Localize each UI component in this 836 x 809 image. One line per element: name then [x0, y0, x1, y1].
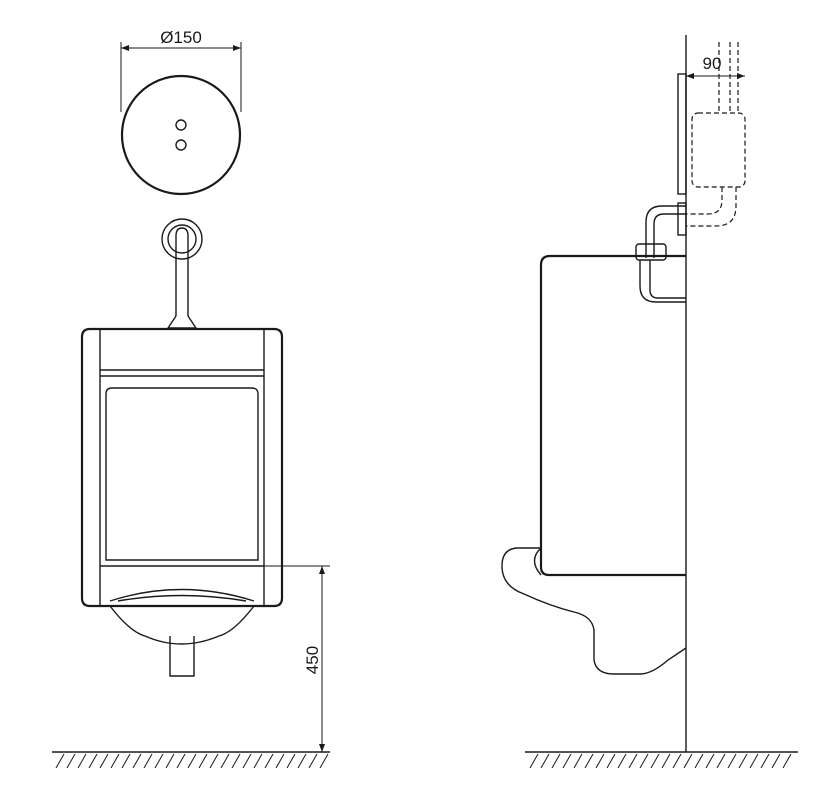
floor-hatch-mark [297, 753, 307, 769]
depth-label: 90 [703, 54, 722, 73]
floor-hatch-mark [275, 753, 285, 769]
floor-hatch-mark [573, 753, 583, 769]
diameter-label: Ø150 [160, 28, 202, 47]
floor-hatch-mark [264, 753, 274, 769]
floor-hatch-mark [231, 753, 241, 769]
floor-hatch-mark [727, 753, 737, 769]
floor-hatch-mark [540, 753, 550, 769]
floor-hatch-mark [760, 753, 770, 769]
floor-hatch-mark [176, 753, 186, 769]
floor-hatch-mark [628, 753, 638, 769]
height-label: 450 [303, 646, 322, 674]
floor-hatch-mark [198, 753, 208, 769]
floor-hatch-mark [529, 753, 539, 769]
floor-hatch-mark [88, 753, 98, 769]
floor-hatch-mark [562, 753, 572, 769]
flush-pipe-side [635, 202, 687, 303]
floor-hatch-mark [187, 753, 197, 769]
floor-hatch-mark [749, 753, 759, 769]
floor-hatch-mark [617, 753, 627, 769]
floor-hatch-mark [121, 753, 131, 769]
floor-hatch-mark [672, 753, 682, 769]
flush-pipe [161, 218, 203, 329]
front-view: Ø150 [52, 28, 330, 769]
diameter-dimension: Ø150 [120, 28, 242, 112]
floor-hatch-mark [66, 753, 76, 769]
height-dimension: 450 [264, 565, 330, 752]
floor-hatch-mark [308, 753, 318, 769]
floor-hatch-mark [738, 753, 748, 769]
side-view: 90 [501, 35, 798, 769]
floor-hatch-mark [606, 753, 616, 769]
floor-hatch-mark [716, 753, 726, 769]
sensor-plate [120, 74, 242, 196]
urinal-front-body [80, 327, 284, 677]
floor-hatch-mark [705, 753, 715, 769]
floor-side [525, 751, 798, 769]
floor-hatch-mark [77, 753, 87, 769]
floor-hatch-mark [132, 753, 142, 769]
floor-hatch-mark [639, 753, 649, 769]
floor-hatch-mark [209, 753, 219, 769]
floor-hatch-mark [220, 753, 230, 769]
floor-hatch-mark [319, 753, 329, 769]
floor-hatch-mark [595, 753, 605, 769]
floor-front [52, 751, 330, 769]
floor-hatch-mark [694, 753, 704, 769]
floor-hatch-mark [242, 753, 252, 769]
floor-hatch-mark [99, 753, 109, 769]
floor-hatch-mark [683, 753, 693, 769]
floor-hatch-mark [782, 753, 792, 769]
floor-hatch-mark [154, 753, 164, 769]
floor-hatch-mark [55, 753, 65, 769]
floor-hatch-mark [650, 753, 660, 769]
depth-dimension: 90 [686, 54, 745, 79]
urinal-side-body [501, 254, 687, 675]
floor-hatch-mark [551, 753, 561, 769]
floor-hatch-mark [143, 753, 153, 769]
floor-hatch-mark [661, 753, 671, 769]
floor-hatch-mark [110, 753, 120, 769]
floor-hatch-mark [286, 753, 296, 769]
floor-hatch-mark [771, 753, 781, 769]
floor-hatch-mark [584, 753, 594, 769]
floor-hatch-mark [253, 753, 263, 769]
floor-hatch-mark [165, 753, 175, 769]
